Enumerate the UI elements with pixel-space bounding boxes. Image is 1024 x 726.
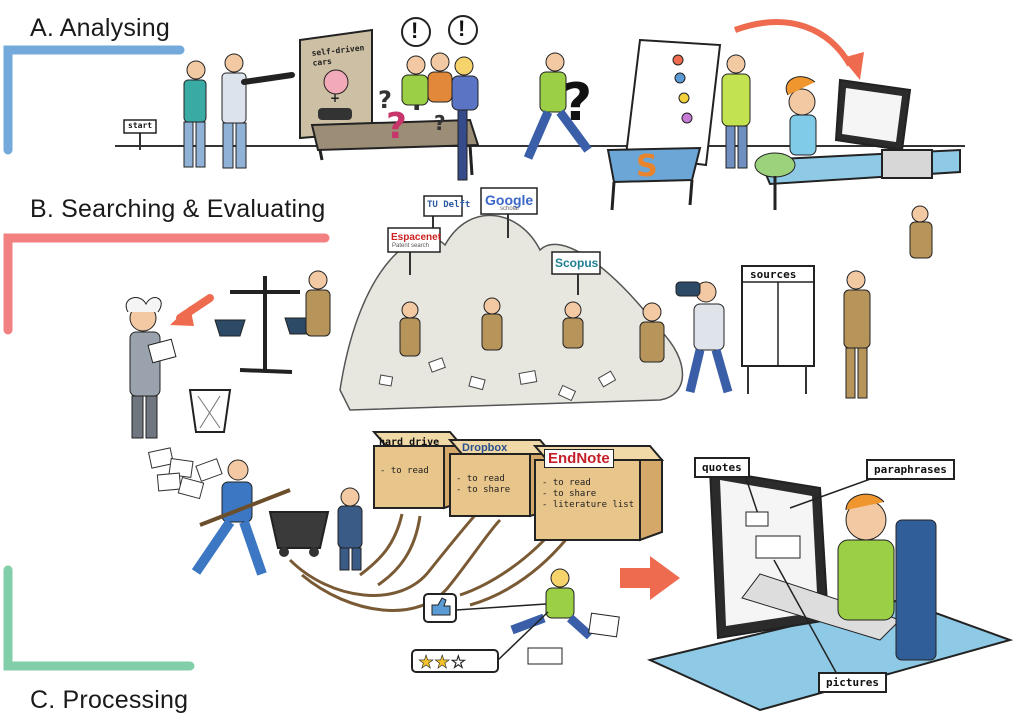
student-figure [183, 60, 207, 168]
scattered-papers [378, 357, 617, 402]
bracket-processing [3, 565, 195, 671]
computer-desk [754, 76, 961, 210]
reading-figure [510, 568, 620, 665]
start-sign [123, 119, 157, 150]
dropbox-title: Dropbox [462, 442, 508, 454]
source-tudelft: TU Delft [427, 200, 471, 210]
question-marks: ? ? ? ? ? [378, 73, 592, 147]
sources-board-title: sources [750, 268, 797, 281]
svg-text:?: ? [378, 86, 392, 114]
binocular-figure [675, 281, 733, 394]
presenter-figure [721, 54, 751, 169]
flipchart: S [606, 38, 722, 211]
mine-cart [268, 511, 330, 557]
source-signs [387, 187, 601, 295]
conductor-figure [337, 487, 363, 571]
source-google: Google [485, 192, 534, 208]
source-espacenet-sub: Patent search [392, 243, 430, 249]
curved-arrow-red [733, 19, 853, 67]
group-figures [401, 52, 479, 181]
source-espacenet: Espacenet [391, 232, 442, 243]
hard-drive-title: hard drive [379, 437, 440, 448]
hard-drive-items: - to read [380, 466, 429, 476]
quotes-tag: quotes [694, 457, 750, 478]
bracket-analysing [3, 45, 185, 155]
shoveling-figure [191, 459, 291, 576]
dropbox-items: - to read - to share [456, 474, 511, 495]
exclaim-left: ! [411, 18, 419, 43]
sources-board [741, 265, 815, 394]
bracket-searching [3, 233, 330, 335]
balance-scale [214, 276, 316, 374]
wastebasket [188, 389, 232, 433]
briefcase-board: + [299, 28, 480, 176]
rating-tags: ★★☆ [411, 593, 549, 673]
writing-workstation [646, 468, 1014, 712]
questioning-figure [523, 52, 592, 160]
source-scopus: Scopus [555, 256, 599, 270]
curved-arrow-head [842, 52, 864, 80]
svg-text:?: ? [386, 106, 407, 147]
start-sign-label: start [128, 121, 153, 130]
svg-text:?: ? [434, 111, 446, 135]
endnote-title: EndNote [544, 449, 614, 468]
svg-text:+: + [330, 91, 340, 105]
explorer-figures [305, 205, 933, 399]
pictures-tag: pictures [818, 672, 887, 693]
svg-text:★★☆: ★★☆ [418, 652, 466, 673]
reviewer-figure [125, 297, 177, 439]
arrow-to-computer [620, 556, 680, 600]
storage-boxes [371, 431, 665, 542]
stage-title-searching: B. Searching & Evaluating [30, 195, 326, 223]
paraphrases-tag: paraphrases [866, 459, 955, 480]
source-google-sub: scholar [500, 206, 520, 212]
teacher-figure [221, 53, 295, 169]
exclamation-bubbles [401, 15, 478, 47]
stage-title-processing: C. Processing [30, 686, 189, 714]
svg-text:S: S [636, 149, 658, 184]
paper-pile [147, 447, 223, 500]
exclaim-right: ! [458, 16, 466, 41]
endnote-items: - to read - to share - literature list [542, 478, 635, 510]
stage-title-analysing: A. Analysing [30, 14, 170, 42]
